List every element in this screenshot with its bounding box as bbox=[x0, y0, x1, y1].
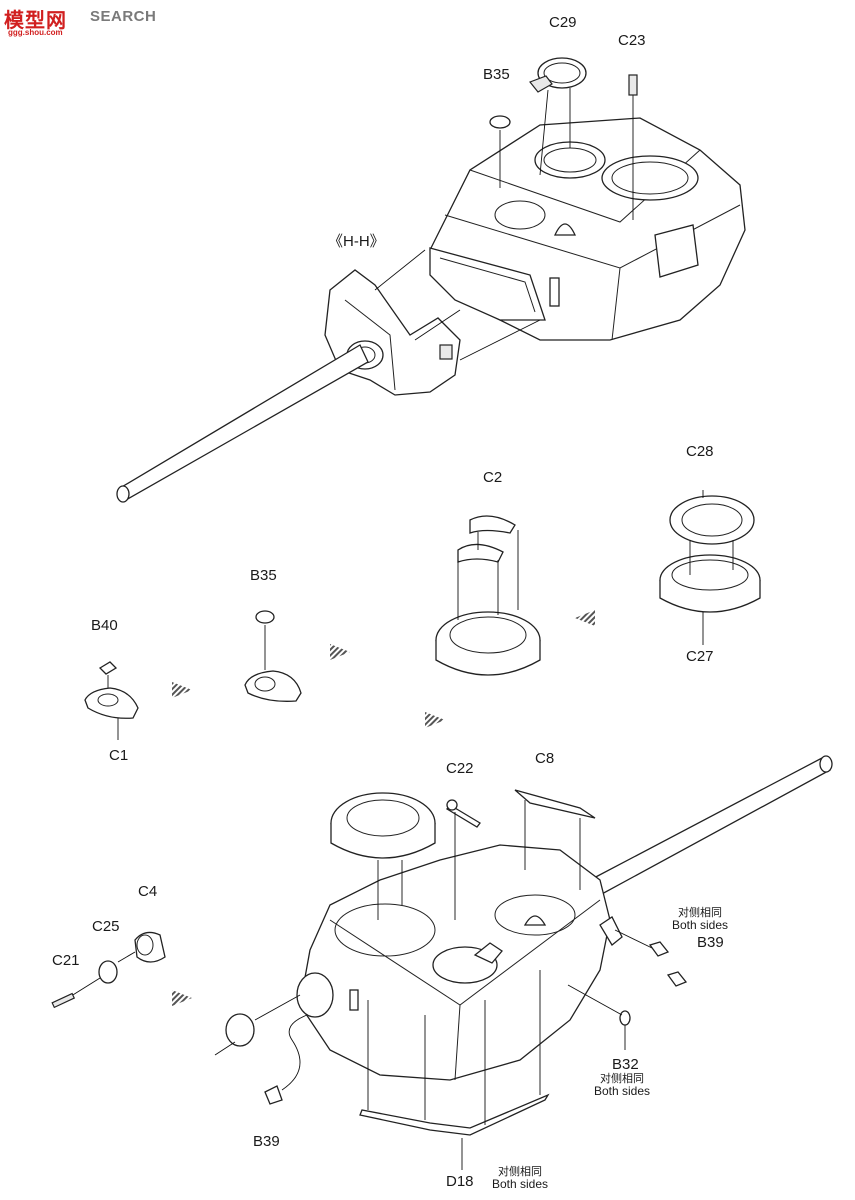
label-c27: C27 bbox=[686, 648, 714, 665]
note-both-sides-d18: 对侧相同 Both sides bbox=[492, 1166, 548, 1190]
watermark-logo: 模型网 SEARCH ggg.shou.com bbox=[4, 4, 164, 37]
note-both-sides-b39: 对侧相同 Both sides bbox=[672, 907, 728, 931]
label-c4: C4 bbox=[138, 883, 158, 900]
top-turret-assembly bbox=[116, 57, 746, 503]
label-c2: C2 bbox=[483, 469, 503, 486]
note-cn: 对侧相同 bbox=[498, 1166, 543, 1178]
label-c21: C21 bbox=[52, 952, 80, 969]
note-cn: 对侧相同 bbox=[678, 907, 723, 919]
note-en: Both sides bbox=[672, 918, 729, 932]
label-b40: B40 bbox=[91, 617, 118, 634]
label-b35-middle: B35 bbox=[250, 567, 277, 584]
label-c25: C25 bbox=[92, 918, 120, 935]
label-b39-right: B39 bbox=[697, 934, 724, 951]
watermark-url: ggg.shou.com bbox=[8, 28, 63, 37]
note-en: Both sides bbox=[492, 1177, 549, 1191]
note-en: Both sides bbox=[594, 1084, 651, 1098]
label-c28: C28 bbox=[686, 443, 714, 460]
middle-subassemblies bbox=[84, 490, 761, 740]
label-b39-left: B39 bbox=[253, 1133, 280, 1150]
note-cn: 对侧相同 bbox=[600, 1073, 645, 1085]
label-c1: C1 bbox=[109, 747, 129, 764]
label-d18: D18 bbox=[446, 1173, 474, 1190]
label-c8: C8 bbox=[535, 750, 555, 767]
label-h-h: 《H-H》 bbox=[328, 233, 385, 250]
label-c22: C22 bbox=[446, 760, 474, 777]
note-both-sides-b32: 对侧相同 Both sides bbox=[594, 1073, 650, 1097]
label-b35-top: B35 bbox=[483, 66, 510, 83]
label-c23: C23 bbox=[618, 32, 646, 49]
label-c29: C29 bbox=[549, 14, 577, 31]
bottom-turret-assembly bbox=[51, 755, 833, 1170]
watermark-brand-en: SEARCH bbox=[90, 8, 157, 25]
label-b32: B32 bbox=[612, 1056, 639, 1073]
watermark-brand-cn: 模型网 bbox=[4, 10, 67, 32]
